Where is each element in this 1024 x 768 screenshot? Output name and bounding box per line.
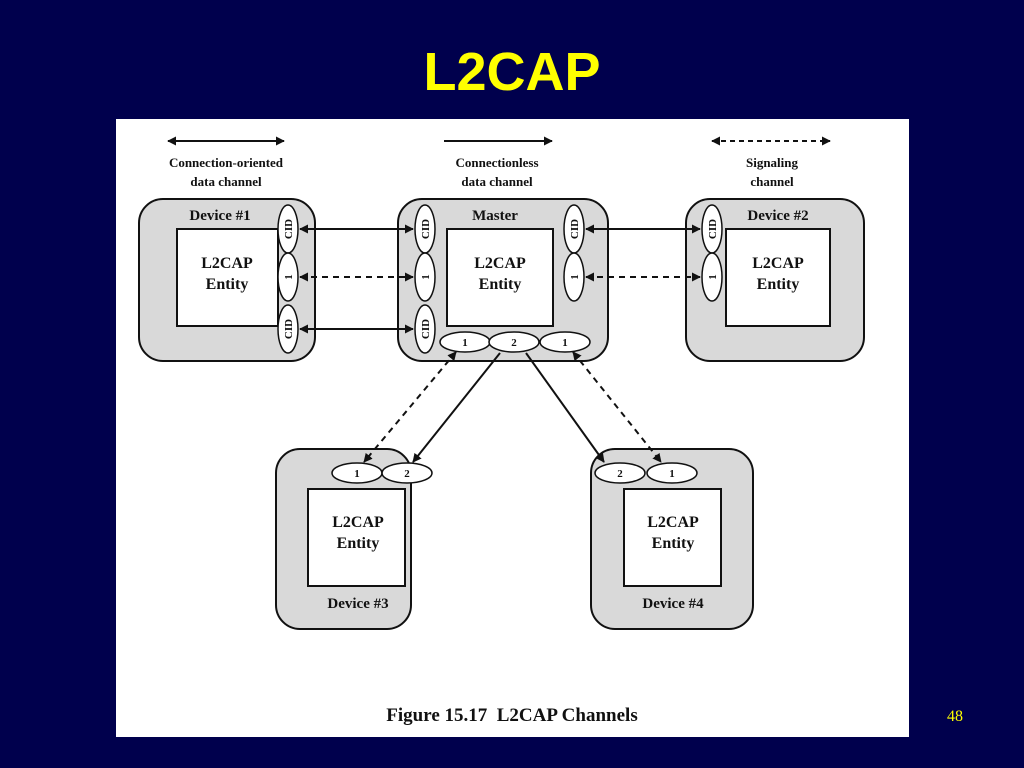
connections bbox=[299, 224, 701, 463]
figure-caption: Figure 15.17 L2CAP Channels bbox=[386, 705, 637, 726]
legend-connection-oriented: Connection-oriented data channel bbox=[167, 136, 285, 189]
device-4-entity-line-1: L2CAP bbox=[647, 514, 699, 531]
device-1-box: Device #1 L2CAP Entity CID 1 CID bbox=[138, 198, 316, 362]
device-3-entity-line-2: Entity bbox=[337, 535, 380, 552]
master-entity-line-1: L2CAP bbox=[474, 255, 526, 272]
legend-connectionless-label-2: data channel bbox=[461, 174, 533, 189]
legend-signaling-label-1: Signaling bbox=[746, 155, 799, 170]
device-4-port-connectionless: 2 bbox=[594, 462, 646, 484]
device-1-entity-box bbox=[176, 228, 279, 327]
legend-connection-oriented-label-1: Connection-oriented bbox=[169, 155, 284, 170]
legend-signaling-label-2: channel bbox=[750, 174, 794, 189]
device-3-entity-line-1: L2CAP bbox=[332, 514, 384, 531]
device-4-port-signaling-label: 1 bbox=[669, 468, 675, 480]
master-bottom-port-connectionless-label: 2 bbox=[511, 337, 517, 349]
device-2-entity-line-2: Entity bbox=[757, 276, 800, 293]
master-bottom-port-connectionless: 2 bbox=[488, 331, 540, 353]
master-signaling-port-right: 1 bbox=[563, 252, 585, 302]
link-master-device4-connectionless bbox=[525, 352, 605, 463]
device-4-entity-box bbox=[623, 488, 722, 587]
device-2-cid-label: CID bbox=[707, 219, 719, 239]
link-master-device3-connectionless bbox=[412, 352, 501, 463]
master-entity-box bbox=[446, 228, 554, 327]
device-1-entity-line-2: Entity bbox=[206, 276, 249, 293]
device-4-port-connectionless-label: 2 bbox=[617, 468, 623, 480]
master-bottom-port-signaling-right-label: 1 bbox=[562, 337, 568, 349]
device-1-cid-label-1: CID bbox=[283, 219, 295, 239]
master-cid-port-left-1: CID bbox=[414, 204, 436, 254]
device-1-label: Device #1 bbox=[189, 208, 250, 224]
legend-connectionless-label-1: Connectionless bbox=[455, 155, 538, 170]
figure-panel: Connection-oriented data channel Connect… bbox=[116, 119, 909, 737]
device-2-entity-box bbox=[725, 228, 831, 327]
legend-signaling: Signaling channel bbox=[711, 136, 831, 189]
device-4-port-signaling: 1 bbox=[646, 462, 698, 484]
link-master-device4-signaling bbox=[572, 351, 662, 463]
device-2-box: Device #2 L2CAP Entity CID 1 bbox=[685, 198, 865, 362]
device-4-entity-line-2: Entity bbox=[652, 535, 695, 552]
device-3-port-connectionless: 2 bbox=[381, 462, 433, 484]
master-entity-line-2: Entity bbox=[479, 276, 522, 293]
device-2-signaling-port-label: 1 bbox=[707, 274, 719, 280]
device-2-entity-line-1: L2CAP bbox=[752, 255, 804, 272]
device-3-port-connectionless-label: 2 bbox=[404, 468, 410, 480]
device-2-signaling-port: 1 bbox=[701, 252, 723, 302]
legend-connectionless: Connectionless data channel bbox=[444, 136, 553, 189]
device-1-cid-port-1: CID bbox=[277, 204, 299, 254]
master-cid-label-1: CID bbox=[420, 219, 432, 239]
master-signaling-port-left: 1 bbox=[414, 252, 436, 302]
device-3-port-signaling: 1 bbox=[331, 462, 383, 484]
master-cid-port-right: CID bbox=[563, 204, 585, 254]
slide-number: 48 bbox=[947, 708, 963, 725]
device-4-label: Device #4 bbox=[642, 596, 704, 612]
master-cid-label-3: CID bbox=[569, 219, 581, 239]
master-cid-label-2: CID bbox=[420, 319, 432, 339]
master-signaling-port-right-label: 1 bbox=[569, 274, 581, 280]
device-1-signaling-port: 1 bbox=[277, 252, 299, 302]
device-1-entity-line-1: L2CAP bbox=[201, 255, 253, 272]
device-4-box: 2 1 L2CAP Entity Device #4 bbox=[590, 448, 754, 630]
master-box: Master L2CAP Entity CID 1 CID CID 1 1 bbox=[397, 198, 609, 362]
master-signaling-port-left-label: 1 bbox=[420, 274, 432, 280]
master-bottom-port-signaling-left: 1 bbox=[439, 331, 491, 353]
device-3-port-signaling-label: 1 bbox=[354, 468, 360, 480]
legend-connection-oriented-label-2: data channel bbox=[190, 174, 262, 189]
master-bottom-port-signaling-right: 1 bbox=[539, 331, 591, 353]
slide-title: L2CAP bbox=[423, 42, 601, 102]
master-cid-port-left-2: CID bbox=[414, 304, 436, 354]
device-3-box: 1 2 L2CAP Entity Device #3 bbox=[275, 448, 433, 630]
device-1-cid-port-2: CID bbox=[277, 304, 299, 354]
device-2-label: Device #2 bbox=[747, 208, 808, 224]
device-2-cid-port: CID bbox=[701, 204, 723, 254]
master-bottom-port-signaling-left-label: 1 bbox=[462, 337, 468, 349]
device-3-entity-box bbox=[307, 488, 406, 587]
device-1-signaling-port-label: 1 bbox=[283, 274, 295, 280]
l2cap-channels-diagram: Connection-oriented data channel Connect… bbox=[138, 136, 865, 726]
device-1-cid-label-2: CID bbox=[283, 319, 295, 339]
master-label: Master bbox=[472, 208, 518, 224]
device-3-label: Device #3 bbox=[327, 596, 388, 612]
link-master-device3-signaling bbox=[363, 351, 457, 463]
